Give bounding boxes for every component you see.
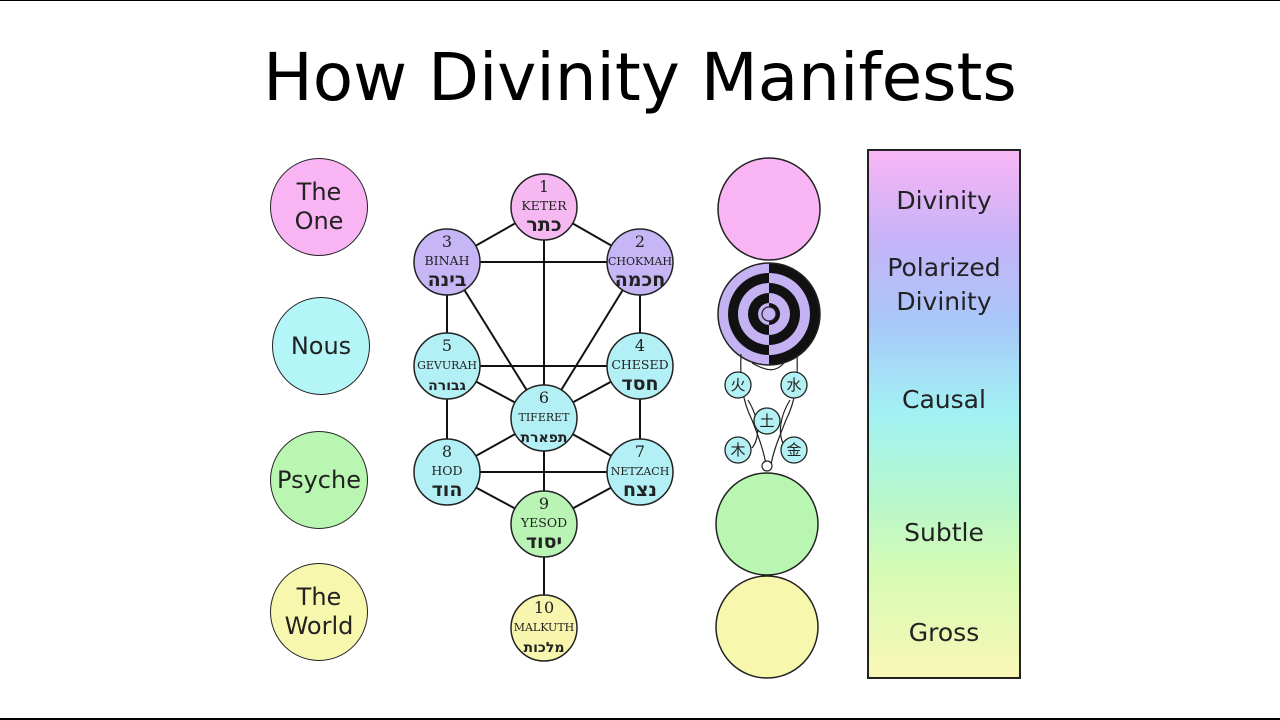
sefirah-circle — [606, 228, 674, 296]
five-elements-cluster: 火 水土木 金 — [724, 353, 808, 472]
level-label: Nous — [290, 331, 352, 360]
sefirah-circle — [510, 594, 578, 662]
sefirah-hebrew: חסד — [621, 373, 658, 395]
sefirah-name: KETER — [521, 198, 567, 213]
sefirah-hebrew: נצח — [623, 479, 657, 501]
level-circle: The World — [270, 563, 368, 661]
level-circle: Nous — [272, 297, 370, 395]
element-circle — [724, 436, 752, 464]
level-circle: The One — [270, 158, 368, 256]
level-label: The One — [294, 178, 344, 235]
sefirah-name: NETZACH — [611, 465, 670, 478]
polarized-circle — [717, 262, 821, 366]
spectrum-label: Divinity — [896, 186, 992, 215]
element-circle — [780, 436, 808, 464]
element-glyph: 水 — [786, 376, 801, 394]
element-glyph: 火 — [730, 376, 745, 394]
sefirah-name: CHOKMAH — [608, 255, 672, 268]
element-glyph: 金 — [786, 441, 801, 459]
level-label: The World — [284, 583, 354, 640]
sefirah-circle — [413, 228, 481, 296]
sefirah-hebrew: גבורה — [428, 378, 466, 394]
sefirah-hebrew: מלכות — [524, 640, 565, 656]
sefirah-hebrew: כתר — [526, 214, 561, 236]
sefirah-number: 4 — [635, 336, 645, 355]
element-glyph: 土 — [759, 412, 774, 430]
subtle-circle — [715, 472, 819, 576]
sefirah-hebrew: יסוד — [526, 531, 562, 553]
sefirah-number: 8 — [442, 442, 452, 461]
level-label: Psyche — [277, 465, 361, 494]
sefirah-number: 5 — [442, 336, 452, 355]
element-circle — [780, 371, 808, 399]
element-glyph: 木 — [730, 441, 745, 459]
sefirah-number: 10 — [534, 598, 554, 617]
sefirah-circle — [413, 332, 481, 400]
sefirah-number: 6 — [539, 388, 549, 407]
sefirah-circle — [510, 490, 578, 558]
frame-top-border — [0, 0, 1280, 1]
level-circle: Psyche — [270, 431, 368, 529]
sefirah-number: 3 — [442, 232, 452, 251]
sefirah-name: YESOD — [520, 515, 567, 530]
sefirah-circle — [510, 384, 578, 452]
sefirah-circle — [606, 332, 674, 400]
sefirah-circle — [413, 438, 481, 506]
sefirah-number: 2 — [635, 232, 645, 251]
frame-bottom-border — [0, 718, 1280, 720]
page-title: How Divinity Manifests — [263, 39, 1017, 116]
spectrum-label: Gross — [908, 618, 980, 647]
spectrum-label: Polarized Divinity — [887, 253, 1001, 316]
manifestation-column: 火 水土木 金 — [715, 157, 821, 679]
sefirah-name: MALKUTH — [514, 621, 575, 634]
sefirah-circle — [606, 438, 674, 506]
sefirah-hebrew: הוד — [432, 479, 463, 501]
element-circle — [753, 407, 781, 435]
spectrum-label: Subtle — [904, 518, 984, 547]
sefirah-name: HOD — [431, 463, 462, 478]
divinity-circle — [717, 157, 821, 261]
sefirah-number: 9 — [539, 494, 549, 513]
sefirah-name: GEVURAH — [417, 359, 477, 372]
sefirah-name: CHESED — [611, 357, 668, 372]
sefirah-number: 7 — [635, 442, 645, 461]
sefirah-hebrew: תפארת — [521, 430, 568, 446]
element-circle — [724, 371, 752, 399]
sefirah-hebrew: חכמה — [615, 269, 666, 291]
sefirah-name: TIFERET — [519, 411, 571, 424]
sefirah-hebrew: בינה — [428, 269, 467, 291]
spectrum-label: Causal — [902, 385, 986, 414]
sefirah-name: BINAH — [425, 253, 470, 268]
sefirah-circle — [510, 173, 578, 241]
gross-circle — [715, 575, 819, 679]
sefirah-number: 1 — [539, 177, 549, 196]
